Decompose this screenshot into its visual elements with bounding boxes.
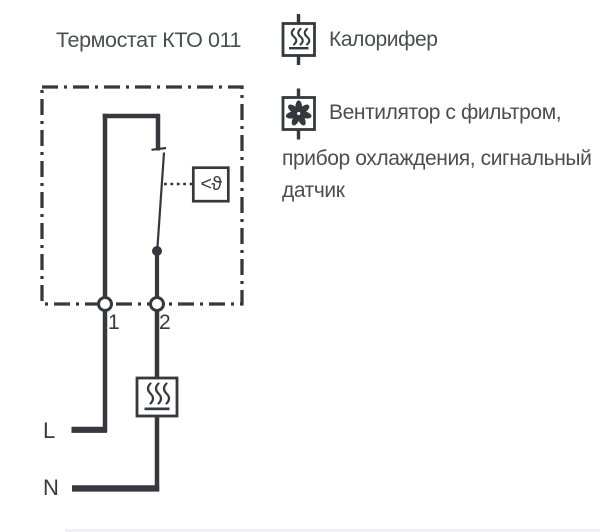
neutral-N-label: N: [43, 475, 59, 500]
temperature-sensor-symbol: <ϑ: [200, 173, 222, 195]
terminals: [97, 296, 165, 312]
fan-propeller-icon: [285, 100, 312, 126]
bottom-divider: [65, 529, 600, 532]
heater-element-box: [135, 376, 179, 418]
heat-waves-bar: [144, 407, 170, 411]
terminal-1-circle: [97, 296, 113, 312]
terminal-2-circle: [149, 296, 165, 312]
diagram-title: Термостат КТО 011: [56, 28, 242, 52]
legend-heater-icon: [281, 14, 316, 65]
terminal-1-label: 1: [108, 311, 120, 334]
legend-fan-label-line2: прибор охлаждения, сигнальный: [282, 147, 592, 170]
heat-waves-icon: [290, 27, 311, 46]
switch-blade: [156, 152, 166, 249]
circuit-wires: [71, 113, 193, 492]
junction-dot: [152, 246, 162, 256]
legend-fan-label-line3: датчик: [282, 179, 345, 202]
legend-fan-icon: [281, 88, 316, 140]
legend-heater-label: Калорифер: [329, 28, 438, 51]
thermostat-boundary-box: [40, 85, 244, 306]
legend-fan-label-line1: Вентилятор с фильтром,: [329, 101, 562, 124]
heat-waves-icon: [146, 382, 171, 405]
terminal-2-label: 2: [159, 311, 171, 334]
line-L-label: L: [43, 418, 56, 443]
temperature-sensor-box: [191, 166, 230, 203]
